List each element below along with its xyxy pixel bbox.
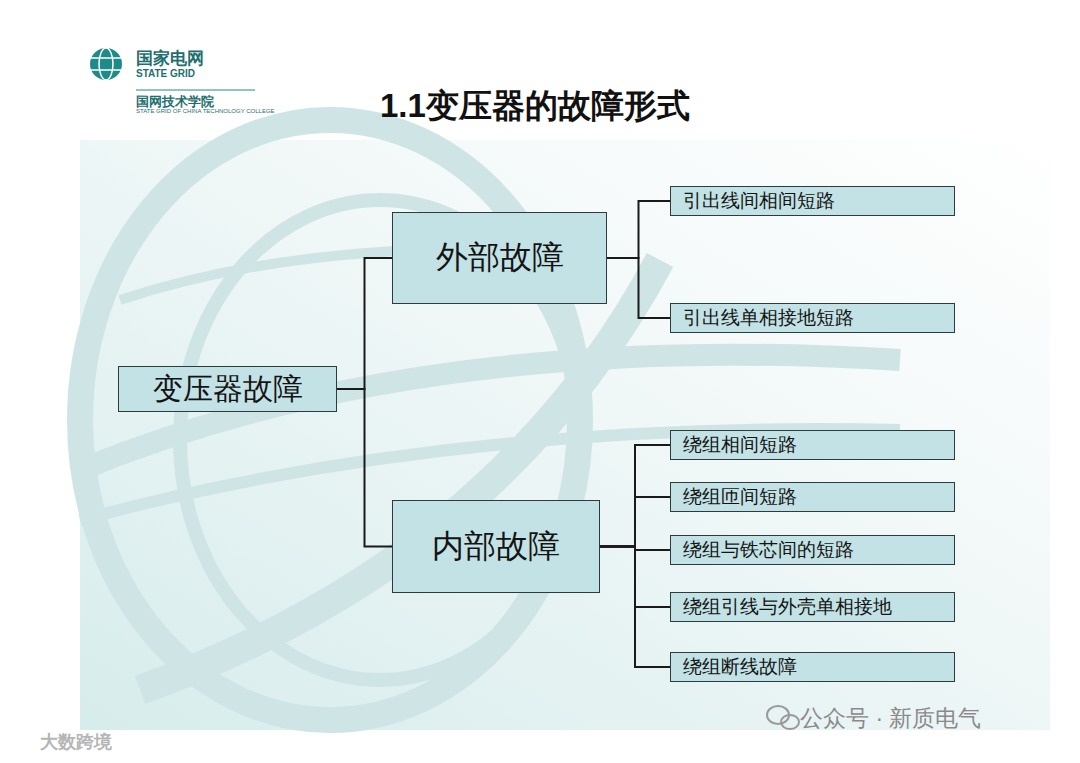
category-box: 外部故障 [392, 212, 607, 304]
wechat-icon [767, 706, 799, 729]
fault-item-box: 绕组与铁芯间的短路 [670, 535, 955, 565]
swoosh-arcs [80, 120, 900, 720]
root-box: 变压器故障 [118, 366, 337, 412]
slide-panel [80, 140, 1050, 730]
fault-item-box: 绕组断线故障 [670, 652, 955, 682]
tree-connector [337, 258, 392, 389]
logo-rule [136, 90, 255, 91]
fault-item-box: 绕组相间短路 [670, 430, 955, 460]
category-box: 内部故障 [392, 500, 600, 593]
box-text: 绕组与铁芯间的短路 [683, 537, 854, 563]
fault-item-box: 引出线单相接地短路 [670, 303, 955, 333]
tree-connector [600, 547, 670, 608]
tree-connector [600, 497, 670, 547]
box-text: 引出线间相间短路 [683, 188, 835, 214]
box-text: 内部故障 [432, 525, 560, 569]
fault-item-box: 绕组引线与外壳单相接地 [670, 592, 955, 622]
logo-globe [90, 48, 122, 80]
box-text: 变压器故障 [153, 369, 303, 410]
watermark: 公众号 · 新质电气 [800, 703, 981, 734]
box-text: 引出线单相接地短路 [683, 305, 854, 331]
fault-item-box: 绕组匝间短路 [670, 482, 955, 512]
box-text: 绕组引线与外壳单相接地 [683, 594, 892, 620]
logo-text: STATE GRID [136, 68, 195, 79]
tree-connector [607, 258, 670, 318]
tree-connector [600, 547, 670, 668]
tree-connector [600, 445, 670, 547]
tree-connector [600, 547, 670, 551]
logo-text: STATE GRID OF CHINA TECHNOLOGY COLLEGE [136, 108, 275, 114]
tree-connector [337, 389, 392, 547]
logo-text: 国家电网 [136, 47, 204, 70]
box-text: 绕组断线故障 [683, 654, 797, 680]
box-text: 外部故障 [436, 236, 564, 280]
watermark: 大数跨境 [40, 730, 112, 754]
box-text: 绕组匝间短路 [683, 484, 797, 510]
tree-connector [607, 201, 670, 258]
box-text: 绕组相间短路 [683, 432, 797, 458]
slide-title: 1.1变压器的故障形式 [380, 84, 690, 129]
fault-item-box: 引出线间相间短路 [670, 186, 955, 216]
